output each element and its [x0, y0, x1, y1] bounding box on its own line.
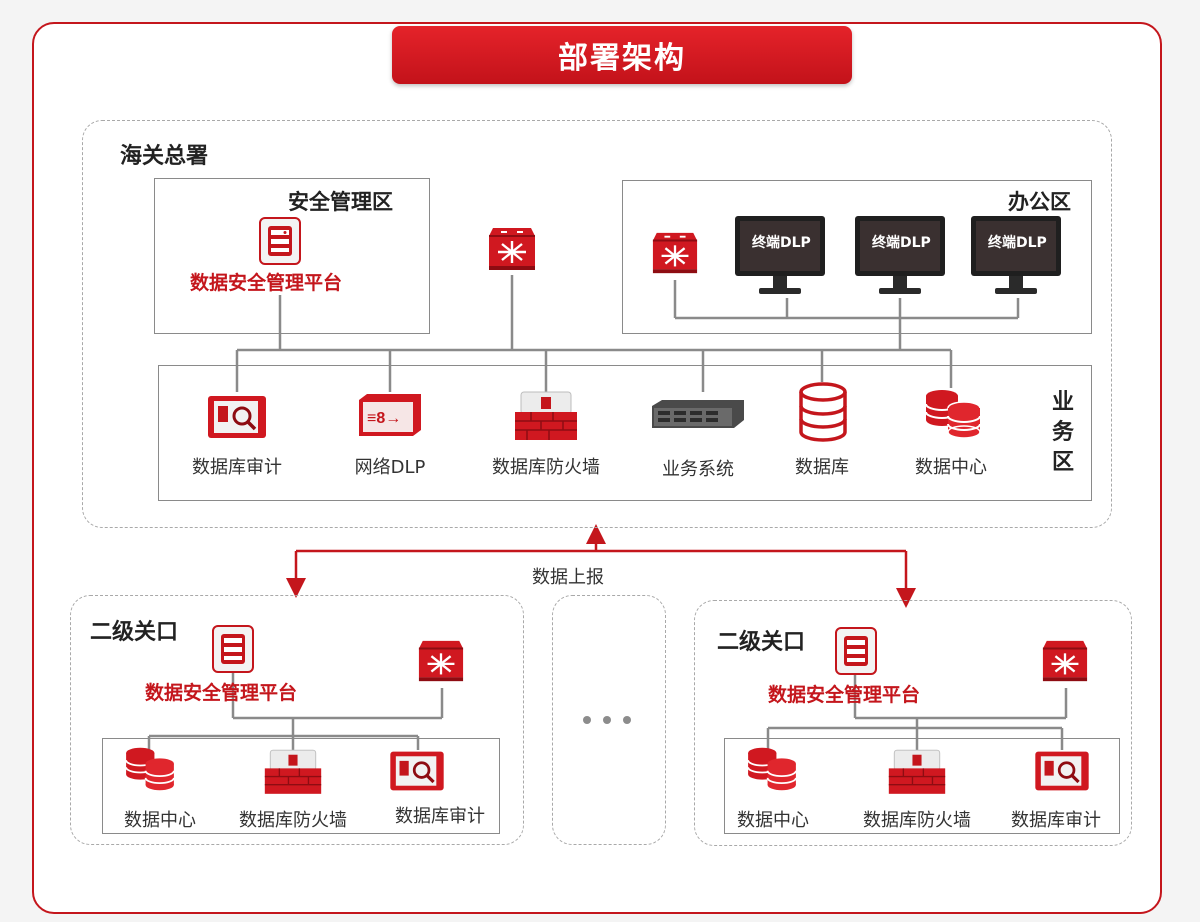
hq-region [82, 120, 1112, 528]
branch-device-label: 数据库防火墙 [863, 810, 971, 831]
branch-region-left [70, 595, 524, 845]
network-dlp-icon: ≡8→ [357, 392, 423, 442]
data-report-label: 数据上报 [532, 567, 604, 588]
business-server-icon [650, 398, 746, 436]
data-center-icon [744, 746, 800, 796]
database-icon [797, 382, 849, 446]
branch-title-left: 二级关口 [90, 620, 179, 645]
management-server-icon [834, 626, 878, 680]
hq-device-label: 数据中心 [915, 457, 987, 478]
hq-title: 海关总署 [120, 144, 209, 169]
hq-device-label: 数据库审计 [192, 457, 282, 478]
management-server-icon [211, 624, 255, 678]
hq-device-label: 数据库防火墙 [492, 457, 600, 478]
security-zone-title: 安全管理区 [288, 190, 393, 214]
branch-region-right [694, 600, 1132, 846]
terminal-dlp-label-2: 终端DLP [872, 235, 931, 251]
office-zone-box [622, 180, 1092, 334]
hq-device-label: 网络DLP [354, 457, 426, 478]
branch-device-label: 数据中心 [124, 810, 196, 831]
more-branches-region [552, 595, 666, 845]
switch-icon [417, 638, 465, 688]
branch-title-right: 二级关口 [717, 630, 806, 655]
page-title: 部署架构 [392, 26, 852, 84]
office-zone-title: 办公区 [1008, 190, 1071, 214]
business-zone-title: 业 务 区 [1051, 390, 1074, 475]
security-zone-box [154, 178, 430, 334]
db-audit-icon [206, 392, 268, 446]
switch-icon [1041, 638, 1089, 688]
branch-platform-label-right: 数据安全管理平台 [768, 684, 921, 706]
hq-device-label: 数据库 [795, 457, 849, 478]
hq-device-label: 业务系统 [662, 459, 734, 480]
svg-text:≡8→: ≡8→ [367, 410, 401, 427]
terminal-dlp-label-1: 终端DLP [752, 235, 811, 251]
monitor-icon [969, 214, 1063, 302]
branch-device-box-left [102, 738, 500, 834]
db-firewall-icon [263, 748, 323, 800]
ellipsis-dot [603, 716, 611, 724]
management-server-icon [258, 216, 302, 270]
db-audit-icon [1033, 748, 1091, 798]
branch-device-label: 数据库审计 [1011, 810, 1101, 831]
office-switch-icon [651, 230, 699, 280]
monitor-icon [853, 214, 947, 302]
branch-device-label: 数据中心 [737, 810, 809, 831]
hq-platform-label: 数据安全管理平台 [190, 272, 343, 294]
ellipsis-dot [583, 716, 591, 724]
db-firewall-icon [887, 748, 947, 800]
data-center-icon [122, 746, 178, 796]
data-center-icon [922, 388, 984, 444]
branch-device-label: 数据库审计 [395, 806, 485, 827]
outer-frame [32, 22, 1162, 914]
db-audit-icon [388, 748, 446, 798]
branch-device-box-right [724, 738, 1120, 834]
db-firewall-icon [513, 390, 579, 446]
terminal-dlp-label-3: 终端DLP [988, 235, 1047, 251]
business-zone-box [158, 365, 1092, 501]
branch-platform-label-left: 数据安全管理平台 [145, 682, 298, 704]
monitor-icon [733, 214, 827, 302]
ellipsis-dot [623, 716, 631, 724]
branch-device-label: 数据库防火墙 [239, 810, 347, 831]
switch-icon [487, 226, 537, 276]
